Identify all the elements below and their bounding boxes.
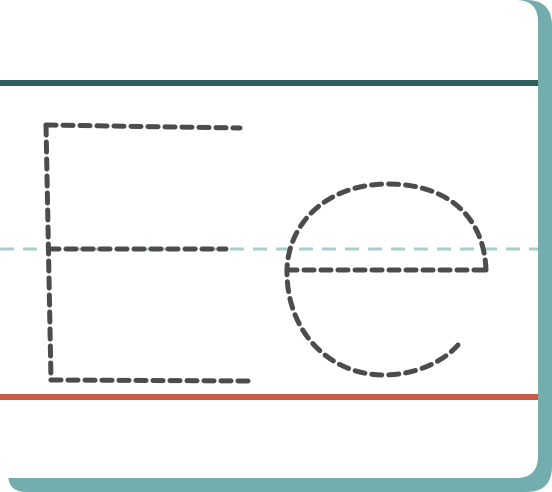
uppercase-e-bottom-bar <box>48 377 253 384</box>
uppercase-e-stem <box>43 122 54 383</box>
uppercase-e-top-bar <box>43 122 243 131</box>
uppercase-e-trace <box>43 122 253 384</box>
card-surface-left <box>0 0 30 478</box>
lowercase-e-bowl <box>284 181 489 378</box>
card-surface <box>0 0 538 478</box>
lowercase-e-trace <box>284 181 489 378</box>
